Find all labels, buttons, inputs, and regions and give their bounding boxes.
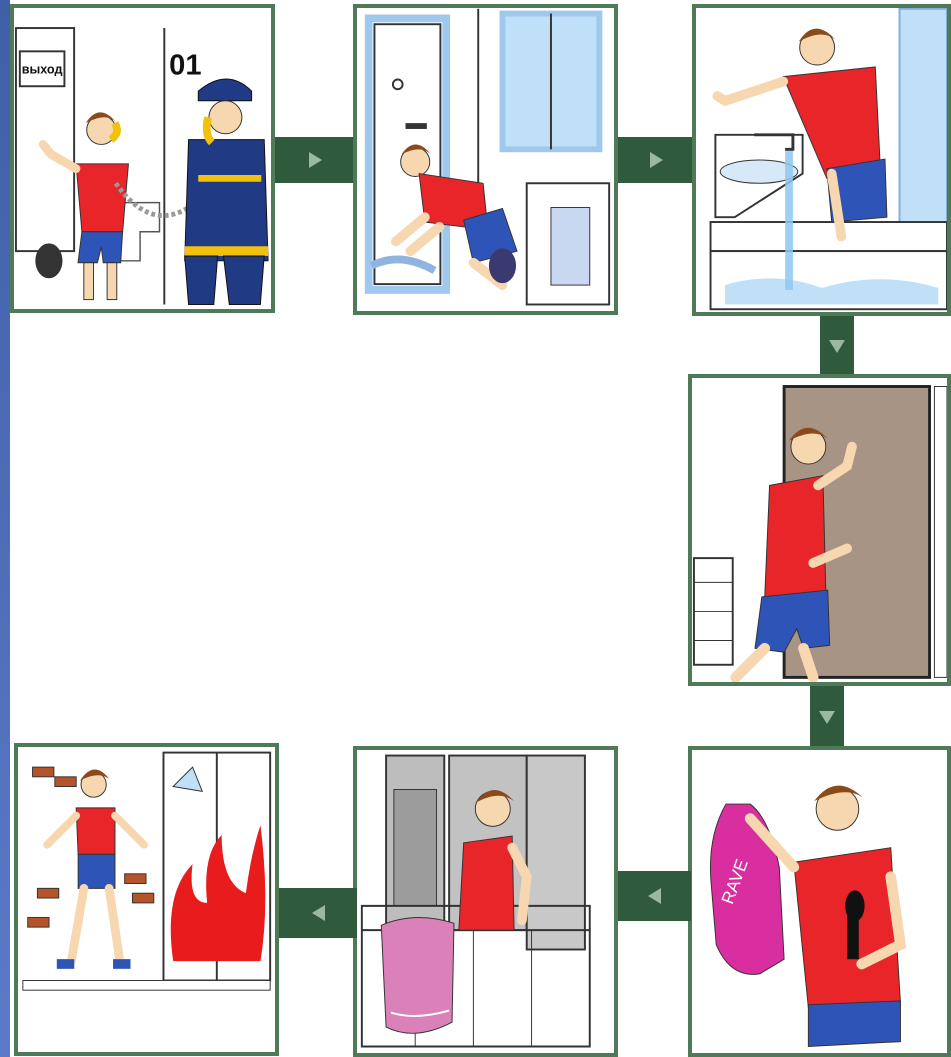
balcony-signal-illustration [357,750,614,1053]
connector-4-5 [810,686,844,748]
panel-step-2-seal-door-gaps [353,4,618,315]
panel-step-6-balcony-signal [353,746,618,1057]
exit-sign-text: выход [22,63,63,77]
connector-5-6 [617,871,691,921]
wet-cloth-illustration: RAVE [692,750,947,1053]
play-right-arrow-icon [309,152,322,168]
fill-bathtub-illustration [696,8,947,312]
connector-3-4 [820,316,854,376]
emergency-number-text: 01 [169,50,201,82]
check-door-illustration [692,378,947,682]
play-right-arrow-icon [650,152,663,168]
panel-step-7-escape-fire [14,743,279,1056]
escape-fire-illustration [18,747,275,1052]
left-edge-bar [0,0,10,1057]
call-firefighters-illustration: выход 01 [14,8,271,309]
panel-step-1-call-firefighters: выход 01 [10,4,275,313]
play-left-arrow-icon [648,888,661,904]
connector-6-7 [279,888,357,938]
panel-step-4-check-door [688,374,951,686]
connector-2-3 [618,137,694,183]
play-left-arrow-icon [312,905,325,921]
connector-1-2 [275,137,355,183]
seal-door-gaps-illustration [357,8,614,311]
play-down-arrow-icon [819,711,835,724]
panel-step-3-fill-bathtub [692,4,951,316]
play-down-arrow-icon [829,340,845,353]
panel-step-5-wet-cloth: RAVE [688,746,951,1057]
